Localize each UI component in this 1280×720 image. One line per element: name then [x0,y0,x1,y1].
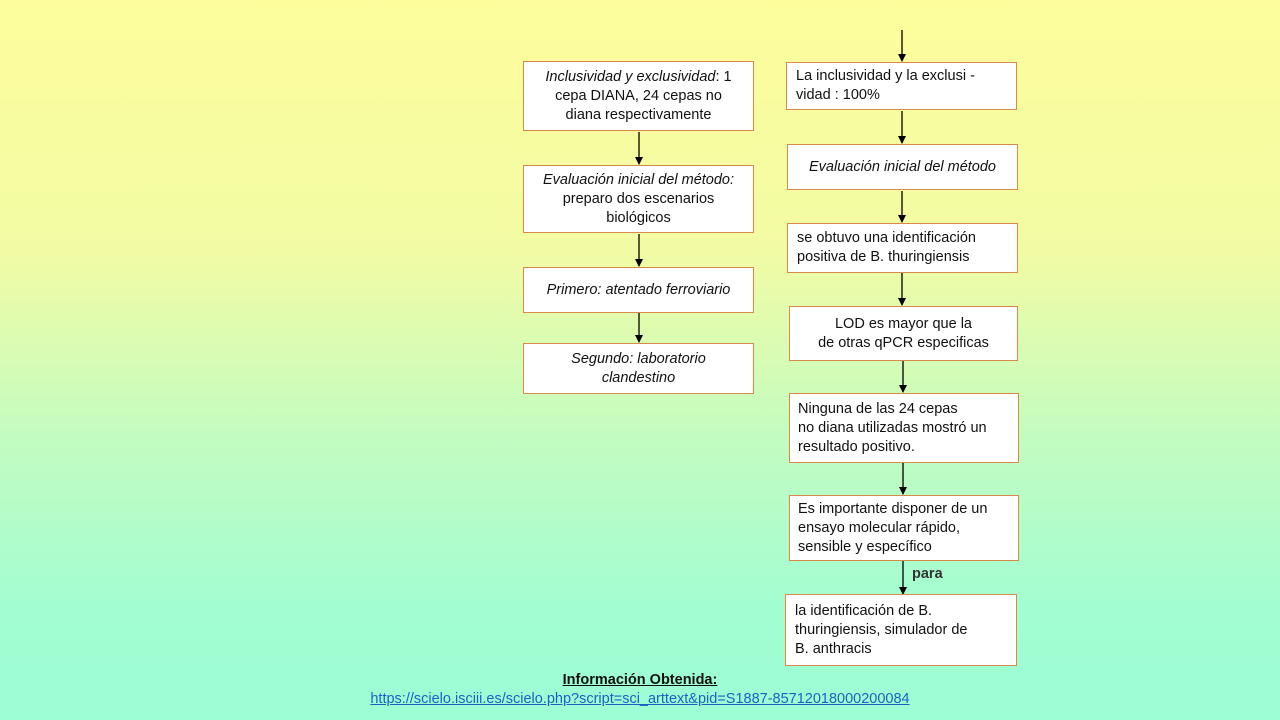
box-inclusividad-resultado: La inclusividad y la exclusi - vidad : 1… [786,62,1017,110]
box-inclusividad-resultado-text: La inclusividad y la exclusi - vidad : 1… [796,68,975,103]
box-evaluacion-italic: Evaluación inicial del método: [542,171,735,188]
box-evaluacion-inicial: Evaluación inicial del método: preparo d… [523,165,754,233]
box-identificacion-b-text: la identificación de B. thuringiensis, s… [795,602,968,657]
footer-title: Información Obtenida: [562,672,718,688]
box-primero: Primero: atentado ferroviario [523,267,754,313]
box-ninguna-cepa: Ninguna de las 24 cepas no diana utiliza… [789,393,1019,463]
footer: Información Obtenida: https://scielo.isc… [0,671,1280,709]
box-lod-text: LOD es mayor que la de otras qPCR especi… [818,315,989,351]
box-evaluacion-metodo-text: Evaluación inicial del método [809,158,996,175]
source-link[interactable]: https://scielo.isciii.es/scielo.php?scri… [370,691,910,707]
box-lod: LOD es mayor que la de otras qPCR especi… [789,306,1018,361]
box-inclusividad-italic: Inclusividad y exclusividad [545,68,716,85]
box-segundo: Segundo: laboratorio clandestino [523,343,754,394]
connector-label-para: para [912,566,943,582]
box-inclusividad-text: : 1 cepa DIANA, 24 cepas no diana respec… [555,68,732,123]
box-ensayo-molecular: Es importante disponer de un ensayo mole… [789,495,1019,561]
box-identificacion-positiva: se obtuvo una identificación positiva de… [787,223,1018,273]
box-identificacion-b: la identificación de B. thuringiensis, s… [785,594,1017,666]
box-ensayo-molecular-text: Es importante disponer de un ensayo mole… [798,500,988,555]
box-inclusividad: Inclusividad y exclusividad: 1 cepa DIAN… [523,61,754,131]
box-ninguna-cepa-text: Ninguna de las 24 cepas no diana utiliza… [798,400,987,455]
box-identificacion-positiva-text: se obtuvo una identificación positiva de… [797,230,976,265]
box-evaluacion-metodo: Evaluación inicial del método [787,144,1018,190]
box-evaluacion-text: preparo dos escenarios biológicos [562,190,715,226]
box-primero-italic: Primero: atentado ferroviario [546,281,731,298]
box-segundo-italic: Segundo: laboratorio clandestino [571,350,706,386]
